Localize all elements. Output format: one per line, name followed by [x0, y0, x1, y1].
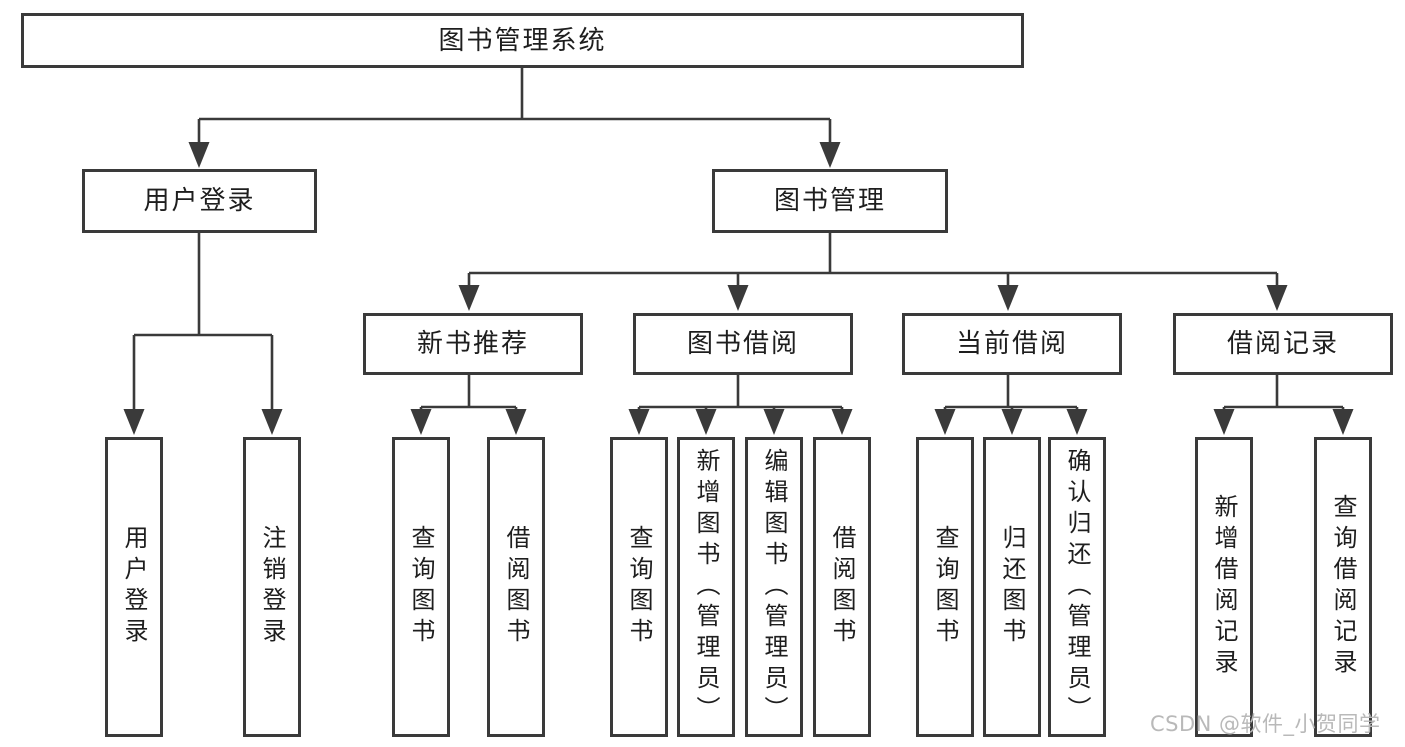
node-book-borrow-label: 图书借阅 [686, 329, 799, 359]
leaf-borrow-books: 借阅图书 [813, 437, 871, 737]
leaf-borrow-books-recommend: 借阅图书 [487, 437, 545, 737]
leaf-add-book-admin-label: 新增图书（管理员） [692, 447, 720, 727]
leaf-query-books-recommend: 查询图书 [392, 437, 450, 737]
node-user-login: 用户登录 [82, 169, 317, 233]
node-borrow-records: 借阅记录 [1173, 313, 1393, 375]
leaf-edit-book-admin: 编辑图书（管理员） [745, 437, 803, 737]
leaf-logout-label: 注销登录 [258, 525, 286, 649]
connector-user-login-to-leaves [123, 233, 283, 435]
node-root-label: 图书管理系统 [438, 25, 607, 56]
node-current-borrow: 当前借阅 [902, 313, 1122, 375]
connector-root-to-level2 [188, 68, 841, 168]
arrowhead-down-icon [628, 409, 650, 435]
leaf-query-books-borrow: 查询图书 [610, 437, 668, 737]
arrowhead-down-icon [1001, 409, 1023, 435]
arrowhead-down-icon [1066, 409, 1088, 435]
connector-line [637, 375, 844, 414]
arrowhead-down-icon [458, 285, 480, 311]
arrowhead-down-icon [934, 409, 956, 435]
leaf-query-borrow-record: 查询借阅记录 [1314, 437, 1372, 737]
node-new-book-recommend: 新书推荐 [363, 313, 583, 375]
leaf-query-books-borrow-label: 查询图书 [625, 525, 653, 649]
arrowhead-down-icon [505, 409, 527, 435]
csdn-watermark: CSDN @软件_小贺同学 [1150, 712, 1381, 736]
arrowhead-down-icon [188, 142, 210, 168]
arrowhead-down-icon [695, 409, 717, 435]
arrowhead-down-icon [763, 409, 785, 435]
connector-borrow-records-to-leaves [1213, 375, 1354, 435]
leaf-borrow-books-label: 借阅图书 [828, 525, 856, 649]
leaf-query-borrow-record-label: 查询借阅记录 [1329, 494, 1357, 680]
arrowhead-down-icon [831, 409, 853, 435]
arrowhead-down-icon [1213, 409, 1235, 435]
connector-current-borrow-to-leaves [934, 375, 1088, 435]
arrowhead-down-icon [1332, 409, 1354, 435]
node-root: 图书管理系统 [21, 13, 1024, 68]
node-current-borrow-label: 当前借阅 [955, 329, 1068, 359]
leaf-borrow-books-recommend-label: 借阅图书 [502, 525, 530, 649]
leaf-confirm-return-admin-label: 确认归还（管理员） [1063, 447, 1091, 727]
arrowhead-down-icon [261, 409, 283, 435]
leaf-query-books-recommend-label: 查询图书 [407, 525, 435, 649]
arrowhead-down-icon [410, 409, 432, 435]
leaf-logout: 注销登录 [243, 437, 301, 737]
connector-line [419, 375, 518, 414]
node-borrow-records-label: 借阅记录 [1226, 329, 1339, 359]
node-book-borrow: 图书借阅 [633, 313, 853, 375]
leaf-return-book-label: 归还图书 [998, 525, 1026, 649]
arrowhead-down-icon [997, 285, 1019, 311]
connector-line [467, 233, 1279, 289]
arrowhead-down-icon [1266, 285, 1288, 311]
leaf-user-login: 用户登录 [105, 437, 163, 737]
leaf-return-book: 归还图书 [983, 437, 1041, 737]
node-book-management: 图书管理 [712, 169, 948, 233]
connector-line [197, 68, 832, 146]
leaf-add-borrow-record-label: 新增借阅记录 [1210, 494, 1238, 680]
connector-line [1222, 375, 1345, 414]
leaf-user-login-label: 用户登录 [120, 525, 148, 649]
leaf-confirm-return-admin: 确认归还（管理员） [1048, 437, 1106, 737]
leaf-query-books-current: 查询图书 [916, 437, 974, 737]
connector-book-management-to-level3 [458, 233, 1288, 311]
connector-line [132, 233, 274, 414]
arrowhead-down-icon [123, 409, 145, 435]
connector-new-book-recommend-to-leaves [410, 375, 527, 435]
node-new-book-recommend-label: 新书推荐 [416, 329, 529, 359]
connector-line [943, 375, 1079, 414]
leaf-add-book-admin: 新增图书（管理员） [677, 437, 735, 737]
leaf-edit-book-admin-label: 编辑图书（管理员） [760, 447, 788, 727]
node-book-management-label: 图书管理 [773, 186, 886, 216]
leaf-add-borrow-record: 新增借阅记录 [1195, 437, 1253, 737]
leaf-query-books-current-label: 查询图书 [931, 525, 959, 649]
arrowhead-down-icon [819, 142, 841, 168]
arrowhead-down-icon [727, 285, 749, 311]
node-user-login-label: 用户登录 [143, 186, 256, 216]
connector-book-borrow-to-leaves [628, 375, 853, 435]
